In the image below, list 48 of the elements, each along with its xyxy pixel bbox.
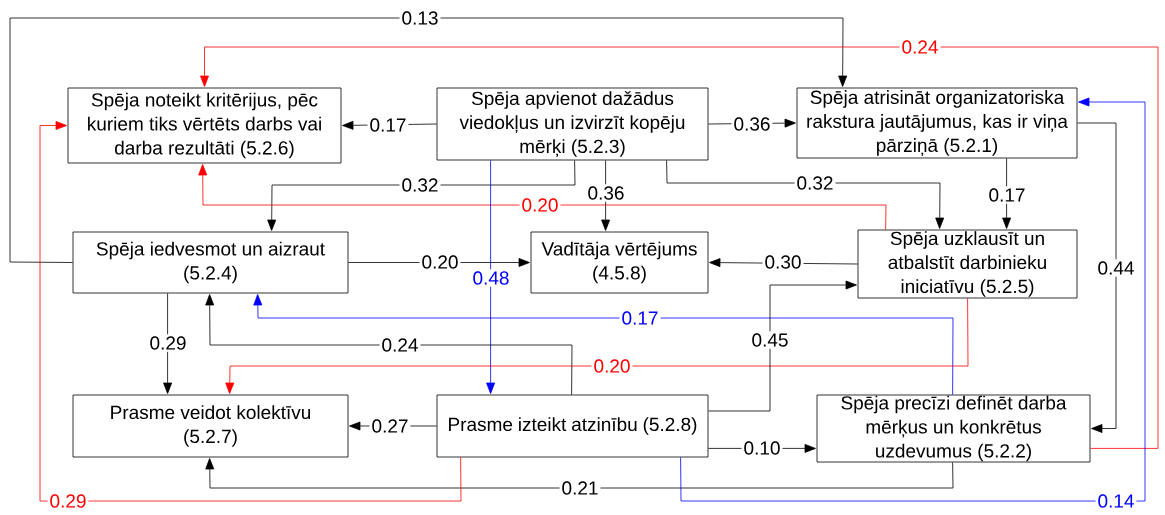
arrow — [163, 293, 173, 394]
arrow — [348, 258, 530, 267]
arrow — [680, 97, 1146, 502]
arrow — [1002, 158, 1012, 229]
process-box: Vadītāja vērtējums (4.5.8) — [530, 231, 709, 294]
edge-label: 0.21 — [559, 479, 601, 497]
arrow — [708, 280, 857, 412]
edge-label: 0.17 — [367, 116, 409, 134]
arrow — [601, 160, 611, 231]
edge-label: 0.17 — [986, 186, 1028, 204]
edge-label: 0.36 — [731, 115, 773, 133]
edge-label: 0.30 — [762, 253, 804, 271]
arrow — [666, 160, 945, 229]
process-box: Prasme veidot kolektīvu (5.2.7) — [72, 394, 349, 458]
arrow — [205, 458, 954, 489]
edge-label: 0.27 — [369, 417, 411, 435]
edge-label: 0.10 — [741, 439, 783, 457]
process-box: Spēja atrisināt organizatoriska rakstura jautājumus, kas ir viņa pārziņā (5.2.1) — [796, 87, 1078, 159]
edge-label: 0.24 — [899, 38, 941, 56]
edge-label: 0.32 — [399, 176, 441, 194]
edge-label: 0.14 — [1095, 492, 1137, 510]
arrow — [198, 164, 887, 230]
edge-label: 0.44 — [1095, 259, 1137, 277]
arrow — [1077, 122, 1117, 433]
edge-label: 0.17 — [619, 309, 661, 327]
process-box: Spēja noteikt kritērijus, pēc kuriem tiks vērtēts darbs vai darba rezultāti (5.2.6) — [67, 87, 342, 164]
arrow — [267, 160, 576, 231]
edge-label: 0.36 — [585, 184, 627, 202]
process-box: Spēja uzklausīt un atbalstīt darbinieku iniciatīvu (5.2.5) — [857, 229, 1078, 299]
edge-label: 0.20 — [519, 196, 561, 214]
arrow — [39, 121, 462, 502]
edge-label: 0.32 — [794, 174, 836, 192]
arrow — [9, 17, 848, 263]
arrow — [486, 160, 496, 394]
edge-label: 0.13 — [399, 9, 441, 27]
edge-label: 0.24 — [379, 336, 421, 354]
edge-label: 0.45 — [749, 331, 791, 349]
edge-label: 0.29 — [147, 334, 189, 352]
process-box: Spēja apvienot dažādus viedokļus un izvirzīt kopēju mērķi (5.2.3) — [436, 87, 709, 161]
edge-label: 0.20 — [591, 357, 633, 375]
arrow — [200, 46, 1159, 449]
process-box: Prasme izteikt atzinību (5.2.8) — [436, 394, 709, 458]
edge-label: 0.48 — [470, 269, 512, 287]
process-box: Spēja precīzi definēt darba mērķus un konkrētus uzdevumus (5.2.2) — [816, 394, 1091, 463]
process-box: Spēja iedvesmot un aizraut (5.2.4) — [72, 231, 349, 294]
edge-label: 0.29 — [47, 492, 89, 510]
edge-label: 0.20 — [419, 253, 461, 271]
arrow — [205, 294, 573, 395]
